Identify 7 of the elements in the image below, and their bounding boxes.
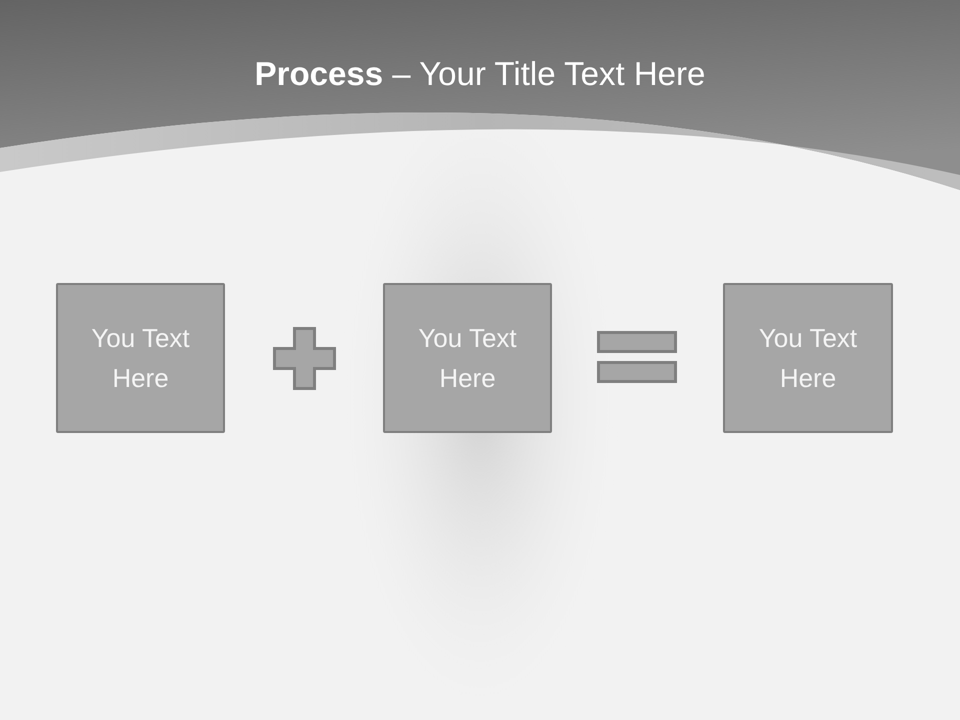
text-box xyxy=(723,283,893,433)
text-box xyxy=(383,283,552,433)
text-box xyxy=(56,283,225,433)
slide-title: Process – Your Title Text Here xyxy=(254,54,706,94)
box-text: You Text Here xyxy=(758,322,858,395)
box-text: You Text Here xyxy=(90,322,191,395)
box-text: You Text Here xyxy=(417,322,518,395)
